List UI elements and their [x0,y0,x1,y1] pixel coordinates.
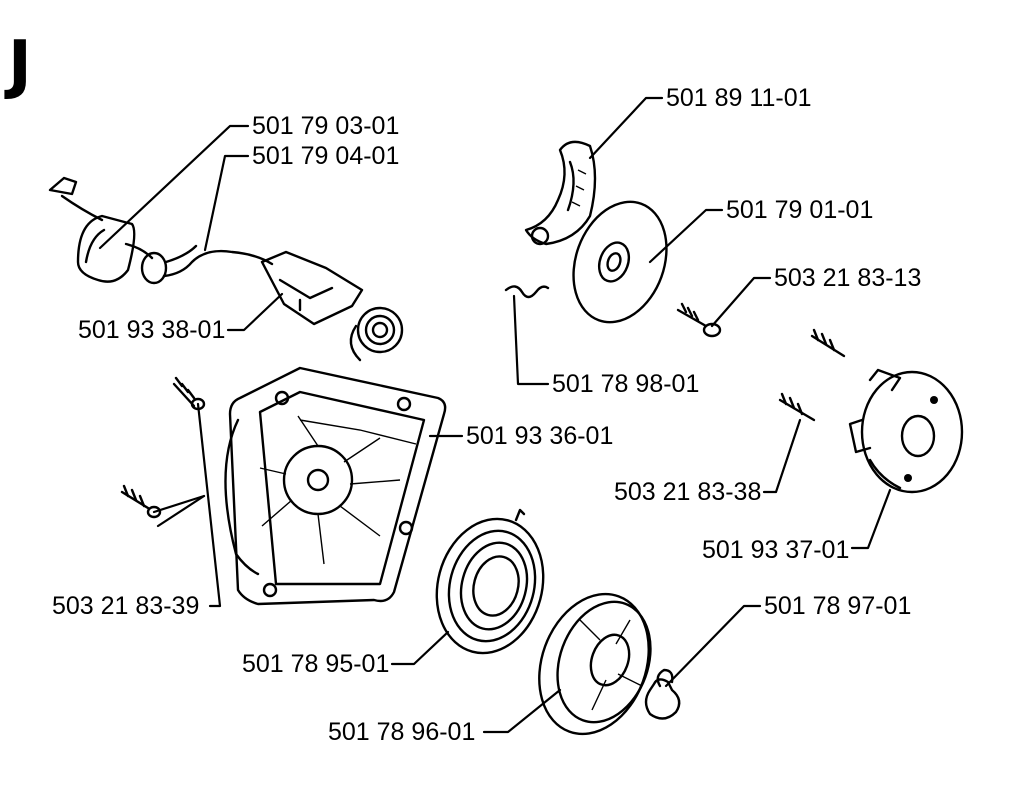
pawl-part [524,140,597,246]
label-501789801: 501 78 98-01 [552,370,699,398]
fan-housing-part [224,366,447,606]
label-503218339: 503 21 83-39 [52,592,199,620]
label-501790401: 501 79 04-01 [252,142,399,170]
recoil-spring-part [435,508,545,655]
label-501789501: 501 78 95-01 [242,650,389,678]
leader-lines [98,96,892,734]
label-503218338: 503 21 83-38 [614,478,761,506]
bolt-pair-part [120,376,206,519]
rope-pulley-part [538,592,652,736]
rope-guide-part [260,250,404,362]
label-501933601: 501 93 36-01 [466,422,613,450]
spring-clip-part [504,285,550,299]
label-501933801: 501 93 38-01 [78,316,225,344]
label-501789701: 501 78 97-01 [764,592,911,620]
label-501790101: 501 79 01-01 [726,196,873,224]
label-501891101: 501 89 11-01 [666,84,812,112]
label-501790301: 501 79 03-01 [252,112,399,140]
screw-part [676,302,722,338]
section-letter: J [4,28,32,102]
label-501789601: 501 78 96-01 [328,718,475,746]
starter-handle-part [48,176,274,285]
screw-pair-part [778,328,846,422]
starter-cover-part [848,368,964,494]
label-501933701: 501 93 37-01 [702,536,849,564]
key-clip-part [644,668,681,720]
pulley-disc-part [572,200,668,324]
label-503218313: 503 21 83-13 [774,264,921,292]
